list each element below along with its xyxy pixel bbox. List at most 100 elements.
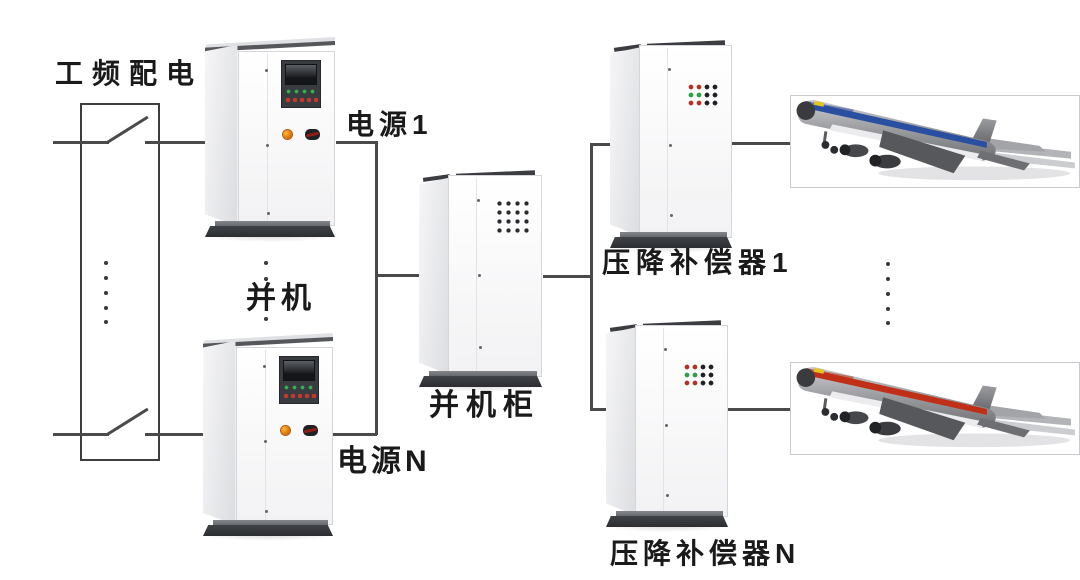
- cabinet-plinth: [619, 232, 728, 240]
- ellipsis-dot: [886, 321, 890, 325]
- cabinet-base: [203, 525, 333, 536]
- door-seam: [267, 53, 269, 224]
- ellipsis-dot: [886, 262, 890, 266]
- screw-icon: [667, 67, 671, 71]
- cabinet-base: [205, 226, 335, 237]
- compensator-1-cabinet: [603, 40, 739, 253]
- screw-icon: [265, 68, 269, 72]
- parallel-group-label: 并机: [246, 282, 316, 315]
- ellipsis-dot: [104, 320, 108, 324]
- screw-icon: [477, 273, 481, 277]
- cabinet-plinth: [215, 221, 330, 229]
- screw-icon: [264, 440, 268, 443]
- cabinet-side-panel: [205, 44, 238, 227]
- wire-combiner-vertical: [375, 141, 378, 435]
- green-led-row: [284, 385, 317, 390]
- green-led-row: [286, 88, 319, 94]
- wire-distributor-vertical: [590, 143, 593, 410]
- screw-icon: [669, 213, 673, 217]
- indicator-button-grid: [688, 83, 719, 107]
- screw-icon: [664, 423, 668, 427]
- ellipsis-dot: [104, 291, 108, 295]
- mains-distribution-box: [80, 103, 160, 461]
- wire-sourceN-out: [333, 433, 377, 436]
- ellipsis-dot: [264, 277, 268, 281]
- wire-source1-out: [336, 141, 377, 144]
- compensator-n-cabinet: [599, 320, 735, 532]
- door-seam: [666, 47, 668, 236]
- ellipsis-dot: [886, 307, 890, 311]
- parallel-cabinet: [412, 170, 549, 392]
- cabinet-side-panel: [419, 177, 450, 376]
- power-source-1-cabinet: [198, 37, 342, 242]
- cabinet-plinth: [428, 371, 538, 379]
- compensator-n-label: 压降补偿器N: [610, 538, 801, 569]
- screw-icon: [668, 143, 672, 147]
- cabinet-side-panel: [203, 341, 236, 525]
- wire-to-compensatorN: [590, 408, 615, 411]
- wire-compensator1-to-aircraft: [726, 142, 790, 145]
- airplane-icon: [796, 366, 1075, 448]
- door-seam: [662, 327, 664, 515]
- wire-to-compensator1: [590, 143, 612, 146]
- cabinet-base: [610, 237, 732, 248]
- cabinet-front-door: [634, 324, 728, 518]
- parallel-cabinet-label: 并机柜: [429, 389, 540, 422]
- ellipsis-dot: [886, 277, 890, 281]
- screw-icon: [478, 345, 482, 349]
- switch-1-left-lead: [53, 141, 109, 144]
- cabinet-front-door: [238, 50, 335, 227]
- compensator-1-label: 压降补偿器1: [602, 247, 794, 278]
- switch-n-right-lead: [145, 433, 205, 436]
- ellipsis-dot: [886, 292, 890, 296]
- emergency-button: [283, 129, 293, 139]
- cabinet-roof-edge: [203, 337, 333, 348]
- ellipsis-dot: [104, 261, 108, 265]
- ellipsis-dot: [264, 261, 268, 265]
- ellipsis-dot: [264, 317, 268, 321]
- airplane-icon: [796, 99, 1075, 181]
- screw-icon: [267, 211, 271, 215]
- vent-grid: [497, 200, 532, 236]
- rotary-switch-knob: [303, 425, 319, 436]
- screw-icon: [665, 493, 669, 497]
- rotary-switch-knob: [305, 128, 321, 140]
- wire-bus-to-parallel-cabinet: [375, 274, 420, 277]
- aircraft-1-image: [790, 95, 1080, 188]
- indicator-button-grid: [684, 363, 715, 387]
- power-source-n-label: 电源N: [337, 445, 431, 478]
- mains-distribution-label: 工频配电: [55, 58, 204, 89]
- screw-icon: [476, 198, 480, 202]
- control-panel: [279, 356, 320, 404]
- power-source-1-label: 电源1: [346, 109, 433, 140]
- cabinet-plinth: [213, 520, 328, 528]
- switch-1-right-lead: [145, 141, 208, 144]
- cabinet-base: [419, 376, 542, 387]
- door-seam: [265, 350, 267, 522]
- red-button-row: [285, 96, 321, 103]
- cabinet-front-door: [447, 174, 542, 378]
- cabinet-side-panel: [610, 47, 641, 237]
- switch-n-left-lead: [53, 433, 109, 436]
- emergency-button: [281, 426, 291, 435]
- display-screen: [283, 360, 316, 381]
- screw-icon: [663, 347, 667, 351]
- control-panel: [281, 59, 322, 108]
- cabinet-side-panel: [606, 327, 637, 516]
- wire-compensatorN-to-aircraft: [722, 408, 790, 411]
- display-screen: [285, 63, 318, 85]
- screw-icon: [265, 510, 269, 513]
- wire-parallel-cabinet-out: [543, 275, 592, 278]
- red-button-row: [283, 393, 319, 399]
- power-source-n-cabinet: [196, 333, 340, 541]
- aircraft-n-image: [790, 362, 1080, 455]
- cabinet-front-door: [638, 44, 732, 239]
- door-seam: [475, 177, 477, 375]
- cabinet-base: [606, 516, 728, 527]
- screw-icon: [263, 365, 267, 368]
- cabinet-roof-edge: [205, 41, 335, 52]
- ellipsis-dot: [104, 276, 108, 280]
- cabinet-plinth: [615, 511, 724, 519]
- ellipsis-dot: [104, 306, 108, 310]
